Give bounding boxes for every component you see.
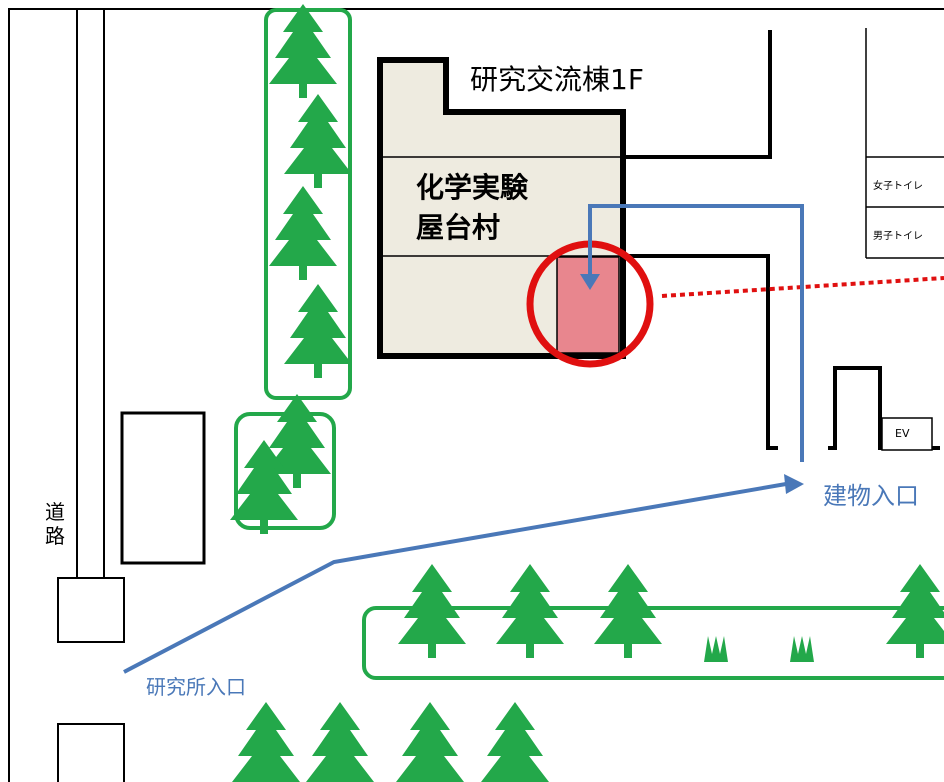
mens-restroom-label: 男子トイレ [873,231,923,242]
walking-route [123,204,804,674]
elevator-box [881,417,933,451]
map-border [8,8,944,782]
gate-box-lower [57,723,125,782]
small-building [120,411,206,565]
elevator-label: EV [895,427,910,440]
building-title: 研究交流棟1F [470,63,644,96]
road [76,10,105,578]
restroom-block [865,28,944,259]
room-name-line2: 屋台村 [416,211,501,244]
leader-line [661,276,944,298]
room-name: 化学実験 屋台村 [416,168,528,248]
route-arrow-room [580,274,600,290]
institute-entrance-label: 研究所入口 [146,675,246,699]
road-label: 道路 [45,500,65,548]
hedges [234,8,944,680]
womens-restroom-label: 女子トイレ [873,181,923,192]
room-name-line1: 化学実験 [416,171,529,204]
route-arrow-entrance [784,474,804,494]
building-entrance-label: 建物入口 [823,482,919,510]
gate-box-upper [57,577,125,643]
